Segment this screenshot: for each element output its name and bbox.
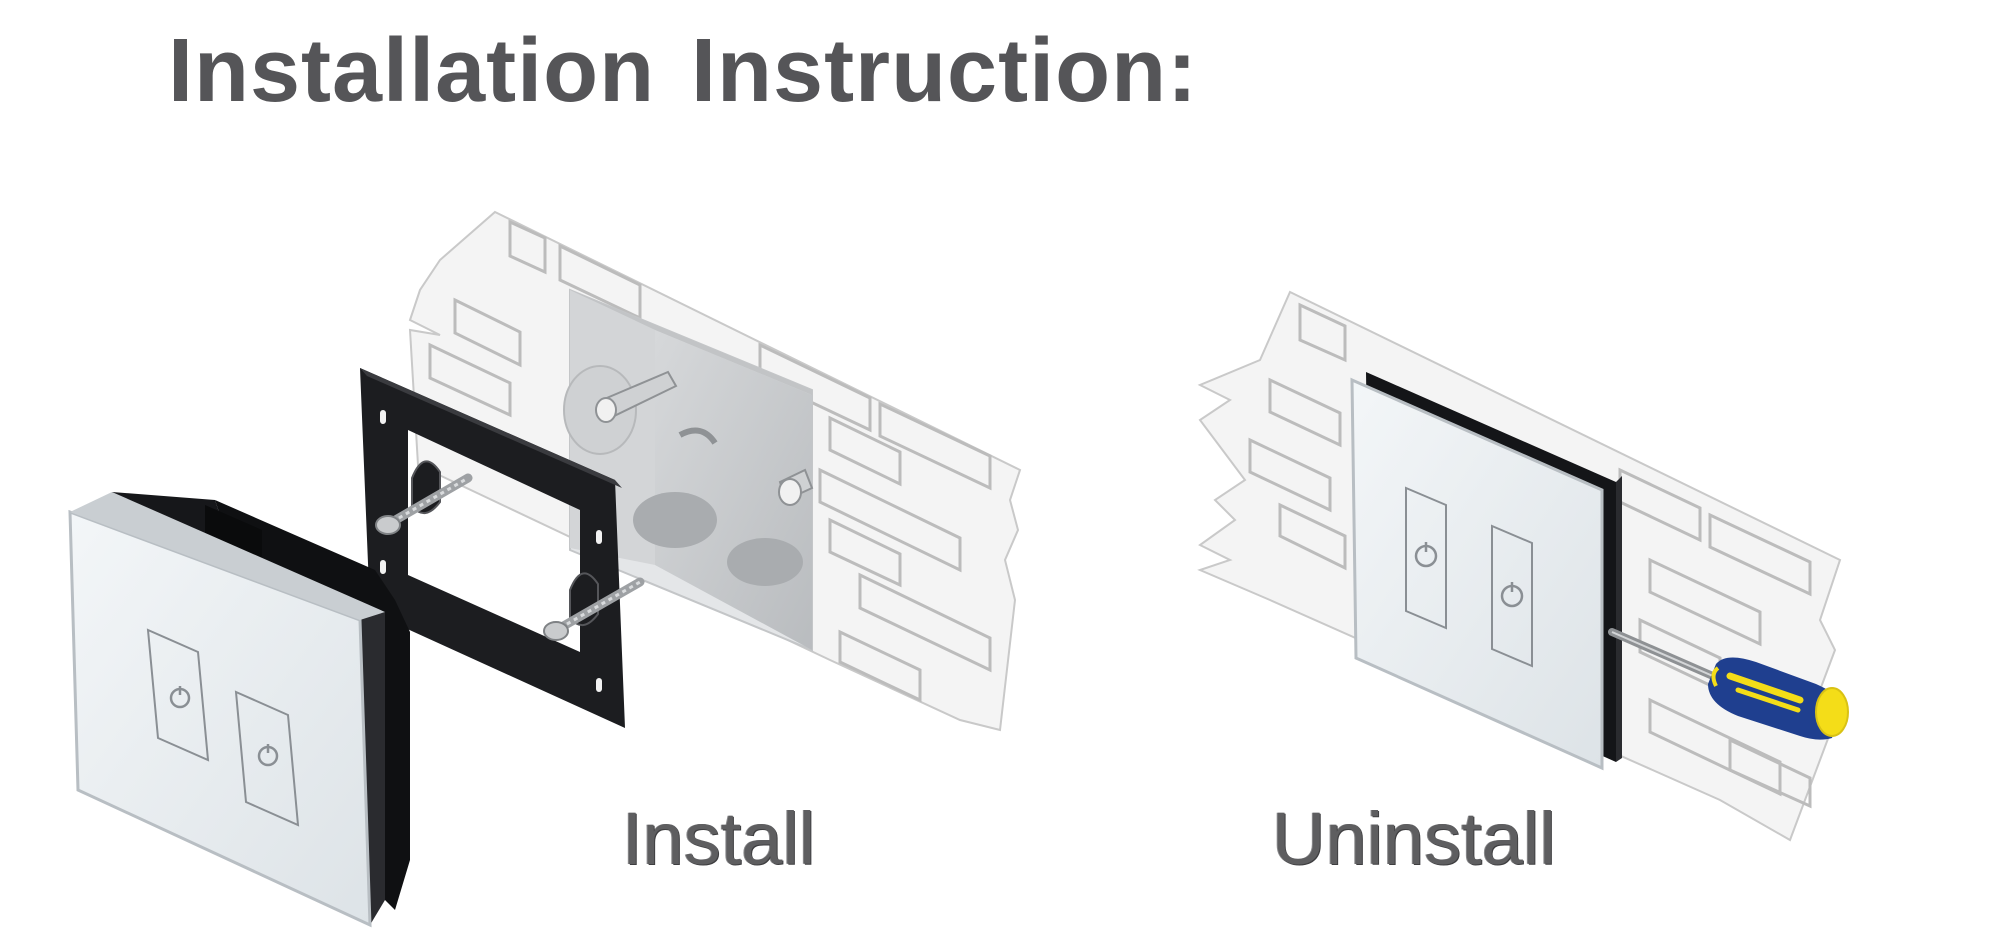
install-caption: Install xyxy=(622,797,816,880)
touch-key-right xyxy=(234,690,300,827)
screw xyxy=(375,473,473,535)
electrical-box xyxy=(563,290,814,650)
uninstall-caption: Uninstall xyxy=(1272,797,1556,880)
page-title: Installation Instruction: xyxy=(168,21,1199,121)
touch-switch-panel xyxy=(68,492,410,928)
touch-key-right xyxy=(1491,524,1533,668)
touch-key-left xyxy=(1405,486,1447,630)
screw xyxy=(543,577,645,641)
install-scene xyxy=(68,210,1022,928)
box-screw-post xyxy=(595,370,678,423)
installed-touch-switch xyxy=(1350,372,1622,771)
touch-key-left xyxy=(146,628,210,762)
screwdriver xyxy=(1608,628,1849,740)
box-screw-post xyxy=(778,468,814,506)
screws xyxy=(375,473,645,641)
uninstall-scene xyxy=(1197,290,1849,842)
